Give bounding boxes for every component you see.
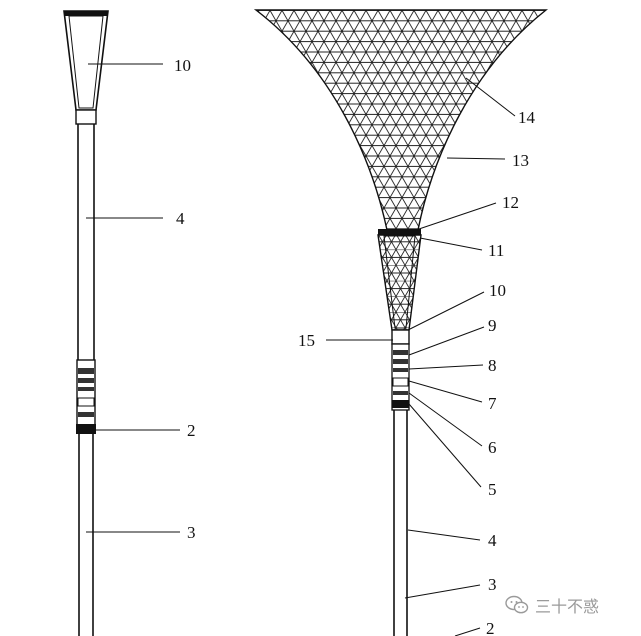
- label-right-13: 13: [512, 151, 529, 170]
- net-rim: [378, 229, 421, 235]
- leader-line-right-13: [446, 157, 506, 160]
- label-right-4: 4: [488, 531, 497, 550]
- label-left-4: 4: [176, 209, 185, 228]
- label-right-10: 10: [489, 281, 506, 300]
- leader-line-right-8: [408, 364, 484, 370]
- leader-line-right-10: [407, 291, 485, 331]
- label-left-2: 2: [187, 421, 196, 440]
- leader-line-right-4: [407, 529, 481, 541]
- leader-line-right-12: [415, 202, 497, 231]
- label-right-12: 12: [502, 193, 519, 212]
- label-right-5: 5: [488, 480, 497, 499]
- label-right-2: 2: [486, 619, 495, 636]
- right-inner-cone: [377, 234, 422, 331]
- label-right-14: 14: [518, 108, 536, 127]
- left-upper-pole: [77, 124, 95, 360]
- left-figure: 10 4 2 3: [63, 10, 196, 636]
- leader-line-right-5: [408, 403, 482, 488]
- wechat-icon: [505, 595, 529, 614]
- left-funnel-head: [63, 10, 109, 111]
- leader-line-right-2: [454, 627, 481, 636]
- leader-line-right-11: [419, 237, 483, 251]
- label-right-15: 15: [298, 331, 315, 350]
- label-right-6: 6: [488, 438, 497, 457]
- label-left-10: 10: [174, 56, 191, 75]
- left-lower-pole: [78, 434, 94, 636]
- leader-line-right-3: [404, 584, 481, 599]
- right-joint: [391, 343, 410, 411]
- left-joint: [76, 359, 96, 434]
- label-right-7: 7: [488, 394, 497, 413]
- right-figure: 14 13 12 11 10 15 9 8 7 6 5 4 3 2: [253, 9, 549, 636]
- right-collar: [391, 329, 410, 345]
- label-right-3: 3: [488, 575, 497, 594]
- leader-line-right-9: [408, 326, 485, 356]
- leader-line-right-14: [465, 77, 516, 117]
- label-left-3: 3: [187, 523, 196, 542]
- left-collar: [75, 109, 97, 125]
- watermark: 三十不惑: [505, 593, 599, 617]
- leader-line-right-7: [408, 380, 483, 403]
- label-right-11: 11: [488, 241, 504, 260]
- label-right-9: 9: [488, 316, 497, 335]
- label-right-8: 8: [488, 356, 497, 375]
- leader-line-right-6: [408, 392, 483, 447]
- watermark-text: 三十不惑: [535, 597, 600, 616]
- right-pole: [393, 410, 408, 636]
